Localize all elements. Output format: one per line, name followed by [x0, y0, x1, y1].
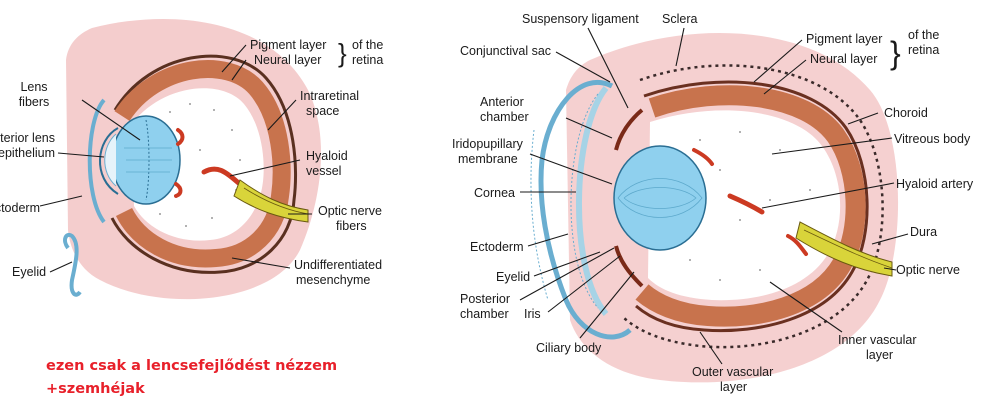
left-eye-diagram: Lens fibers Anterior lens epithelium Ect…: [0, 18, 383, 300]
left-retina-brace: }: [338, 38, 347, 68]
left-label-anterior-lens-epithelium-1: Anterior lens: [0, 131, 55, 145]
right-eyelid: [538, 79, 632, 340]
left-label-optic-nerve-fibers-1: Optic nerve: [318, 204, 382, 218]
right-label-cornea: Cornea: [474, 186, 515, 200]
right-label-hyaloid-artery: Hyaloid artery: [896, 177, 974, 191]
right-iris-lower: [614, 245, 644, 288]
right-iris-upper: [614, 108, 644, 151]
right-label-dura: Dura: [910, 225, 937, 239]
right-label-choroid: Choroid: [884, 106, 928, 120]
left-label-lens-fibers-2: fibers: [19, 95, 50, 109]
annotation-note-line-1: ezen csak a lencsefejlődést nézzem: [46, 358, 338, 374]
left-label-hyaloid-vessel-2: vessel: [306, 164, 341, 178]
right-label-iridopupillary-membrane-1: Iridopupillary: [452, 137, 524, 151]
right-label-sclera: Sclera: [662, 12, 697, 26]
left-surface-ectoderm: [87, 98, 106, 224]
right-label-ectoderm: Ectoderm: [470, 240, 524, 254]
right-label-of-the-retina-1: of the: [908, 28, 939, 42]
left-label-intraretinal-space-1: Intraretinal: [300, 89, 359, 103]
left-pigment-layer: [110, 54, 298, 274]
right-retina-brace: }: [890, 35, 901, 71]
left-label-of-the-retina-1: of the: [352, 38, 383, 52]
left-label-undifferentiated-mesenchyme-1: Undifferentiated: [294, 258, 382, 272]
right-label-ciliary-body: Ciliary body: [536, 341, 602, 355]
right-label-neural-layer: Neural layer: [810, 52, 877, 66]
left-label-neural-layer: Neural layer: [254, 53, 321, 67]
left-label-eyelid: Eyelid: [12, 265, 46, 279]
left-optic-nerve-fibers: [233, 179, 309, 223]
right-label-posterior-chamber-2: chamber: [460, 307, 509, 321]
left-label-lens-fibers-1: Lens: [20, 80, 47, 94]
right-label-conjunctival-sac: Conjunctival sac: [460, 44, 551, 58]
left-label-hyaloid-vessel-1: Hyaloid: [306, 149, 348, 163]
right-label-pigment-layer: Pigment layer: [806, 32, 882, 46]
right-label-vitreous-body: Vitreous body: [894, 132, 971, 146]
annotation-note-line-2: +szemhéjak: [46, 381, 145, 397]
left-label-of-the-retina-2: retina: [352, 53, 383, 67]
right-cornea: [576, 86, 609, 316]
right-label-inner-vascular-layer-2: layer: [866, 348, 893, 362]
right-label-outer-vascular-layer-2: layer: [720, 380, 747, 394]
right-lens: [613, 145, 707, 251]
right-label-of-the-retina-2: retina: [908, 43, 939, 57]
right-label-outer-vascular-layer-1: Outer vascular: [692, 365, 773, 379]
right-label-anterior-chamber-1: Anterior: [480, 95, 524, 109]
left-label-anterior-lens-epithelium-2: epithelium: [0, 146, 55, 160]
right-hyaloid-artery: [727, 193, 765, 215]
right-label-eyelid: Eyelid: [496, 270, 530, 284]
right-label-iridopupillary-membrane-2: membrane: [458, 152, 518, 166]
left-neural-layer: [114, 60, 291, 268]
left-label-ectoderm: Ectoderm: [0, 201, 40, 215]
right-label-suspensory-ligament: Suspensory ligament: [522, 12, 639, 26]
right-label-inner-vascular-layer-1: Inner vascular: [838, 333, 917, 347]
right-eye-diagram: Suspensory ligament Sclera Conjunctival …: [452, 12, 974, 394]
right-label-anterior-chamber-2: chamber: [480, 110, 529, 124]
left-label-optic-nerve-fibers-2: fibers: [336, 219, 367, 233]
right-label-iris: Iris: [524, 307, 541, 321]
right-label-optic-nerve: Optic nerve: [896, 263, 960, 277]
left-label-undifferentiated-mesenchyme-2: mesenchyme: [296, 273, 370, 287]
right-sclera: [623, 64, 884, 349]
right-vitreous-cavity: [648, 110, 841, 301]
left-anterior-lens-epithelium: [99, 127, 119, 195]
right-label-posterior-chamber-1: Posterior: [460, 292, 510, 306]
left-label-intraretinal-space-2: space: [306, 104, 339, 118]
left-eyelid: [63, 233, 82, 297]
left-label-pigment-layer: Pigment layer: [250, 38, 326, 52]
